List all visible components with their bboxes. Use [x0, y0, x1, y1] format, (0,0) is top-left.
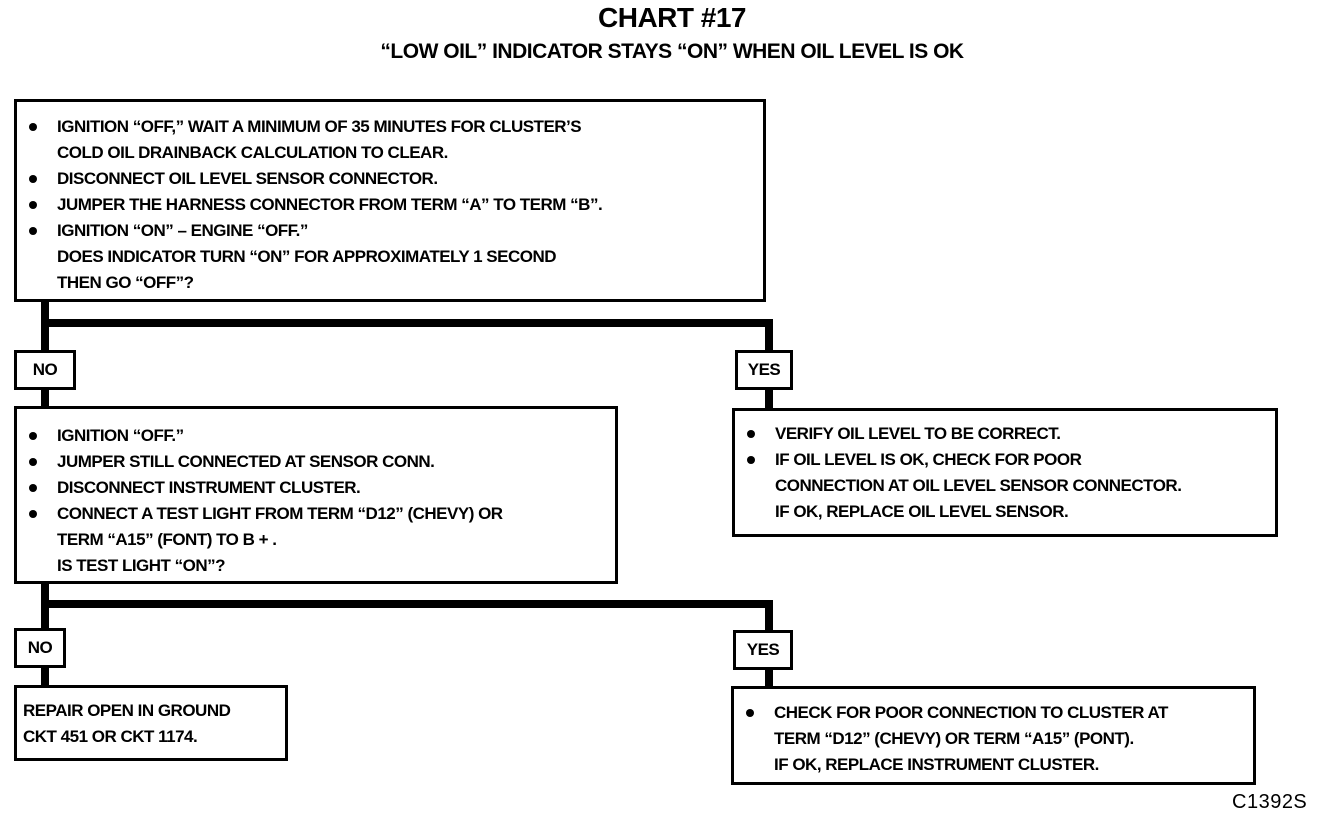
connector-line	[765, 319, 773, 352]
connector-line	[765, 600, 773, 632]
step1-bullet: IGNITION “OFF,” WAIT A MINIMUM OF 35 MIN…	[17, 114, 763, 166]
branch1-yes-label: YES	[735, 350, 793, 390]
step2-bullet: IGNITION “OFF.”	[17, 423, 615, 449]
step2-bullet-continuation: TERM “A15” (FONT) TO B + .	[57, 530, 277, 549]
branch1-no-label: NO	[14, 350, 76, 390]
connector-line	[765, 388, 773, 412]
step1-box: IGNITION “OFF,” WAIT A MINIMUM OF 35 MIN…	[14, 99, 766, 302]
no2-line: REPAIR OPEN IN GROUND	[23, 701, 231, 720]
no2-box: REPAIR OPEN IN GROUND CKT 451 OR CKT 117…	[14, 685, 288, 761]
step2-bullet: JUMPER STILL CONNECTED AT SENSOR CONN.	[17, 449, 615, 475]
connector-line	[41, 600, 773, 608]
step2-question: IS TEST LIGHT “ON”?	[57, 556, 226, 575]
connector-line	[41, 388, 49, 410]
yes2-box: CHECK FOR POOR CONNECTION TO CLUSTER AT …	[731, 686, 1256, 785]
yes1-box: VERIFY OIL LEVEL TO BE CORRECT. IF OIL L…	[732, 408, 1278, 537]
step1-bullet-continuation: COLD OIL DRAINBACK CALCULATION TO CLEAR.	[57, 143, 448, 162]
yes1-bullet: VERIFY OIL LEVEL TO BE CORRECT.	[735, 421, 1275, 447]
connector-line	[41, 319, 773, 327]
connector-line	[41, 666, 49, 688]
branch2-yes-label: YES	[733, 630, 793, 670]
connector-line	[765, 668, 773, 690]
step1-bullet: DISCONNECT OIL LEVEL SENSOR CONNECTOR.	[17, 166, 763, 192]
chart-subtitle: “LOW OIL” INDICATOR STAYS “ON” WHEN OIL …	[380, 40, 964, 63]
step2-box: IGNITION “OFF.” JUMPER STILL CONNECTED A…	[14, 406, 618, 584]
step2-bullet: DISCONNECT INSTRUMENT CLUSTER.	[17, 475, 615, 501]
yes1-bullet: IF OIL LEVEL IS OK, CHECK FOR POOR CONNE…	[735, 447, 1275, 525]
figure-code: C1392S	[1232, 791, 1308, 813]
no2-line: CKT 451 OR CKT 1174.	[23, 727, 198, 746]
step1-bullet: IGNITION “ON” – ENGINE “OFF.”	[17, 218, 763, 244]
branch2-no-label: NO	[14, 628, 66, 668]
chart-title: CHART #17	[598, 2, 746, 33]
step1-bullet: JUMPER THE HARNESS CONNECTOR FROM TERM “…	[17, 192, 763, 218]
yes2-bullet: CHECK FOR POOR CONNECTION TO CLUSTER AT …	[734, 700, 1253, 778]
step2-bullet: CONNECT A TEST LIGHT FROM TERM “D12” (CH…	[17, 501, 615, 553]
step1-question: DOES INDICATOR TURN “ON” FOR APPROXIMATE…	[57, 247, 557, 292]
